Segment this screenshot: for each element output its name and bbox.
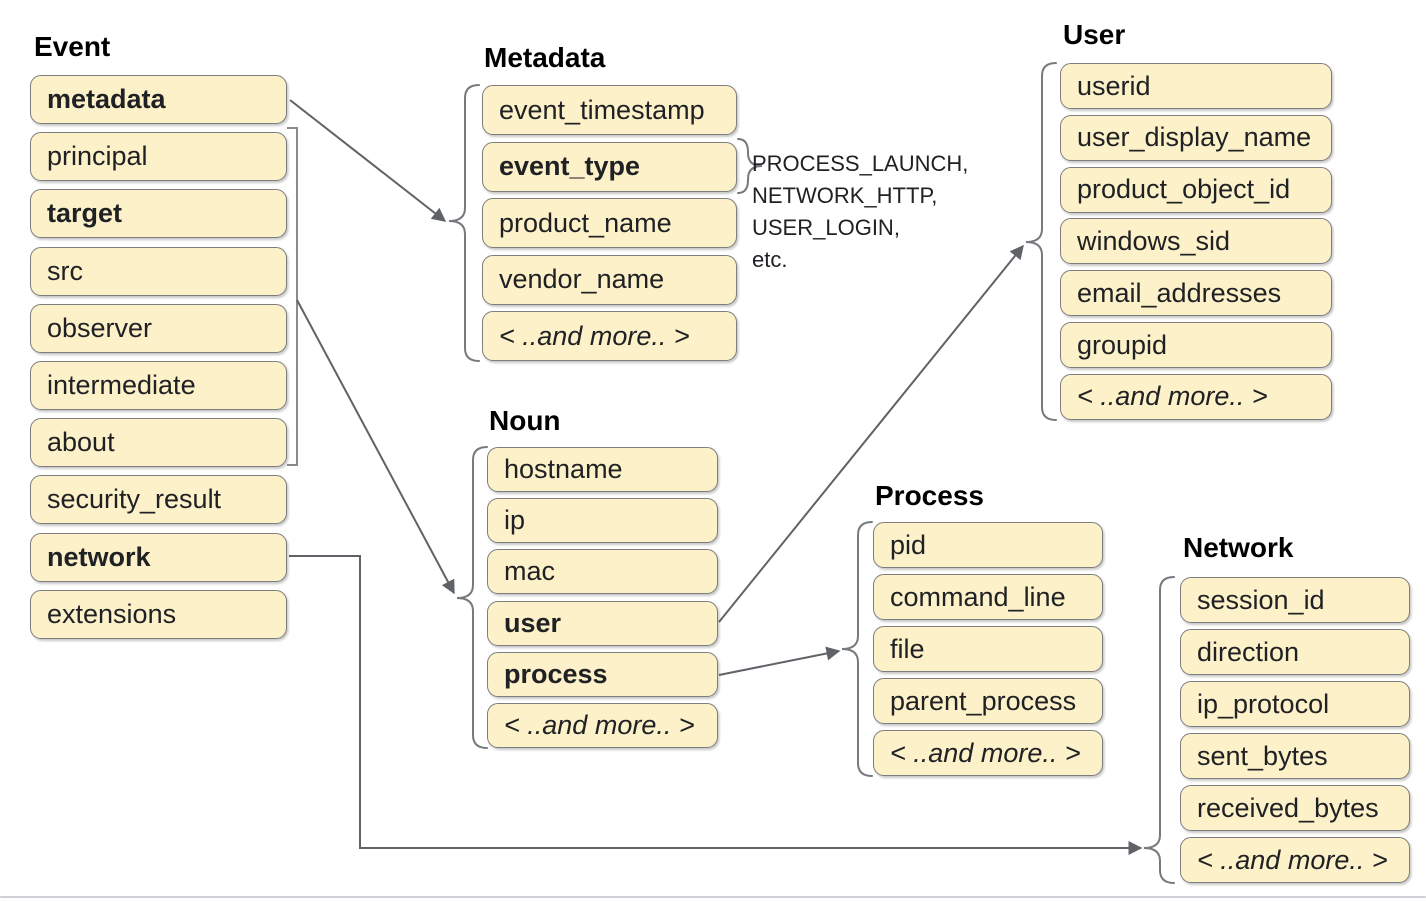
column-title-noun: Noun [489, 405, 561, 436]
arrow-noun-process-to-process [718, 646, 841, 676]
column-title-event: Event [34, 31, 111, 62]
field-box-user-product-object-id: product_object_id [1060, 166, 1332, 213]
field-label: user_display_name [1077, 122, 1312, 153]
field-box-metadata-vendor-name: vendor_name [482, 254, 737, 305]
column-title-network: Network [1183, 532, 1294, 563]
field-box-user-groupid: groupid [1060, 322, 1332, 368]
field-box-noun-ip: ip [487, 498, 718, 544]
field-box-process-and-more: < ..and more.. > [873, 730, 1103, 776]
field-label: network [47, 541, 151, 572]
field-box-metadata-event-timestamp: event_timestamp [482, 85, 737, 135]
field-box-network-received-bytes: received_bytes [1180, 785, 1410, 831]
field-box-network-and-more: < ..and more.. > [1180, 837, 1410, 883]
field-box-noun-and-more: < ..and more.. > [487, 703, 718, 748]
field-box-event-about: about [30, 418, 287, 468]
field-box-event-intermediate: intermediate [30, 361, 287, 410]
event-type-value: USER_LOGIN, [752, 215, 900, 240]
field-box-noun-user: user [487, 600, 718, 646]
field-label: < ..and more.. > [499, 320, 690, 351]
field-label: windows_sid [1077, 225, 1231, 256]
field-box-process-file: file [873, 626, 1103, 672]
field-label: groupid [1077, 329, 1168, 360]
arrow-event-metadata-to-metadata [289, 99, 447, 222]
field-box-event-security-result: security_result [30, 475, 287, 525]
field-box-event-principal: principal [30, 132, 287, 182]
field-box-event-metadata: metadata [30, 75, 287, 124]
field-box-process-parent-process: parent_process [873, 678, 1103, 724]
field-label: extensions [47, 598, 177, 629]
field-label: mac [504, 556, 556, 587]
field-label: command_line [890, 581, 1066, 612]
field-box-network-session-id: session_id [1180, 577, 1410, 623]
field-label: product_object_id [1077, 174, 1291, 205]
field-box-noun-mac: mac [487, 549, 718, 595]
field-box-event-src: src [30, 246, 287, 296]
field-box-user-and-more: < ..and more.. > [1060, 373, 1332, 420]
field-label: < ..and more.. > [1197, 844, 1388, 875]
field-label: process [504, 658, 608, 689]
field-label: src [47, 255, 83, 286]
field-label: metadata [47, 84, 166, 114]
event-type-value: NETWORK_HTTP, [752, 183, 938, 208]
field-box-noun-hostname: hostname [487, 447, 718, 492]
field-label: event_timestamp [499, 94, 705, 125]
field-label: < ..and more.. > [504, 710, 695, 740]
process-brace [841, 521, 873, 777]
column-title-metadata: Metadata [484, 42, 606, 73]
field-label: security_result [47, 484, 222, 515]
field-label: direction [1197, 636, 1300, 667]
field-box-event-observer: observer [30, 303, 287, 353]
arrow-event-group-to-noun [296, 299, 455, 595]
event-group-bracket [287, 127, 298, 466]
field-box-metadata-and-more: < ..and more.. > [482, 311, 737, 361]
field-box-network-sent-bytes: sent_bytes [1180, 733, 1410, 779]
field-box-network-ip-protocol: ip_protocol [1180, 681, 1410, 727]
event-type-values: PROCESS_LAUNCH, NETWORK_HTTP, USER_LOGIN… [752, 148, 968, 276]
event-type-value: PROCESS_LAUNCH, [752, 151, 969, 176]
field-label: hostname [504, 454, 623, 484]
field-box-network-direction: direction [1180, 629, 1410, 675]
user-brace [1025, 62, 1057, 421]
field-label: observer [47, 312, 153, 343]
column-title-process: Process [875, 480, 984, 511]
field-box-metadata-event-type: event_type [482, 141, 737, 192]
field-label: event_type [499, 151, 641, 181]
field-box-process-command-line: command_line [873, 574, 1103, 620]
field-box-noun-process: process [487, 651, 718, 697]
field-label: target [47, 198, 123, 229]
network-brace [1143, 576, 1175, 884]
field-box-user-userid: userid [1060, 63, 1332, 109]
field-label: about [47, 427, 115, 458]
field-label: file [890, 633, 925, 664]
field-label: < ..and more.. > [890, 737, 1081, 768]
field-box-event-extensions: extensions [30, 589, 287, 639]
field-label: vendor_name [499, 264, 665, 294]
field-label: parent_process [890, 685, 1077, 716]
field-label: ip_protocol [1197, 688, 1330, 719]
field-box-event-target: target [30, 189, 287, 239]
column-title-user: User [1063, 19, 1126, 50]
field-label: user [504, 607, 562, 638]
field-box-user-user-display-name: user_display_name [1060, 114, 1332, 161]
field-box-process-pid: pid [873, 522, 1103, 568]
event-type-value: etc. [752, 247, 788, 272]
field-label: intermediate [47, 370, 196, 400]
bottom-divider [0, 896, 1426, 898]
field-label: < ..and more.. > [1077, 381, 1268, 412]
field-box-user-email-addresses: email_addresses [1060, 270, 1332, 317]
field-label: received_bytes [1197, 792, 1379, 823]
field-label: sent_bytes [1197, 740, 1328, 771]
field-box-event-network: network [30, 532, 287, 582]
field-label: ip [504, 505, 526, 536]
noun-brace [456, 446, 488, 749]
field-label: principal [47, 141, 148, 172]
field-box-user-windows-sid: windows_sid [1060, 218, 1332, 265]
metadata-brace [448, 84, 480, 362]
field-label: product_name [499, 207, 672, 238]
field-label: pid [890, 529, 927, 560]
field-label: session_id [1197, 584, 1325, 615]
field-box-metadata-product-name: product_name [482, 198, 737, 248]
field-label: userid [1077, 70, 1151, 101]
field-label: email_addresses [1077, 277, 1282, 308]
